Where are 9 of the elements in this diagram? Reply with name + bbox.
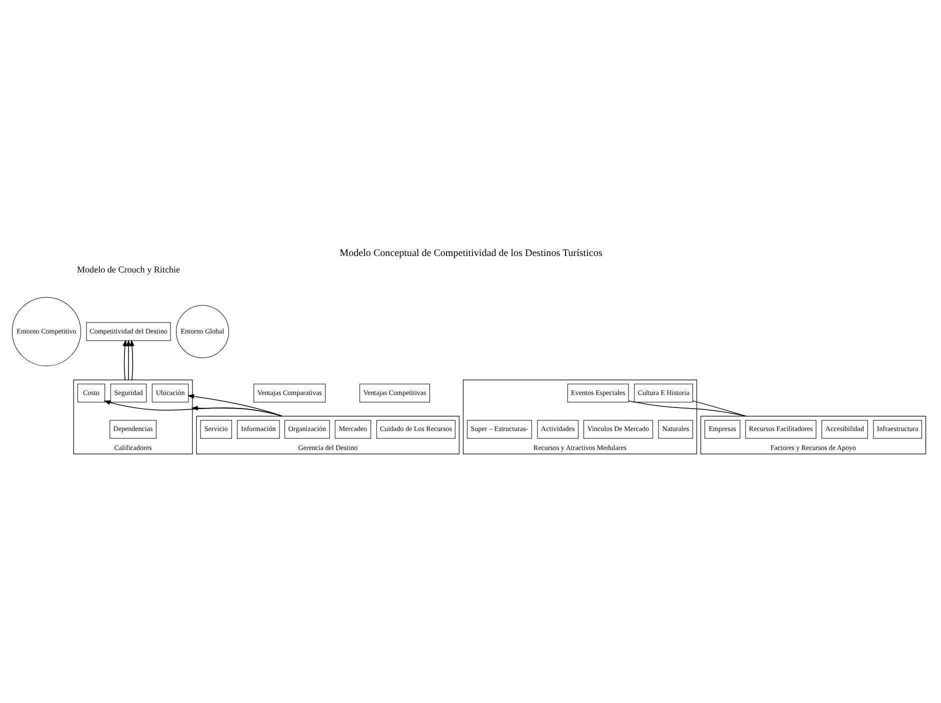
arrow xyxy=(103,400,282,416)
arrow xyxy=(129,339,134,380)
arrow xyxy=(126,339,130,380)
arrow xyxy=(186,394,282,416)
connector xyxy=(692,400,746,416)
diagram-title: Modelo Conceptual de Competitividad de los Destinos Turísticos xyxy=(339,248,602,259)
label: Modelo de Crouch y Ritchie xyxy=(76,264,180,274)
connector xyxy=(628,400,746,416)
arrow xyxy=(122,339,127,380)
